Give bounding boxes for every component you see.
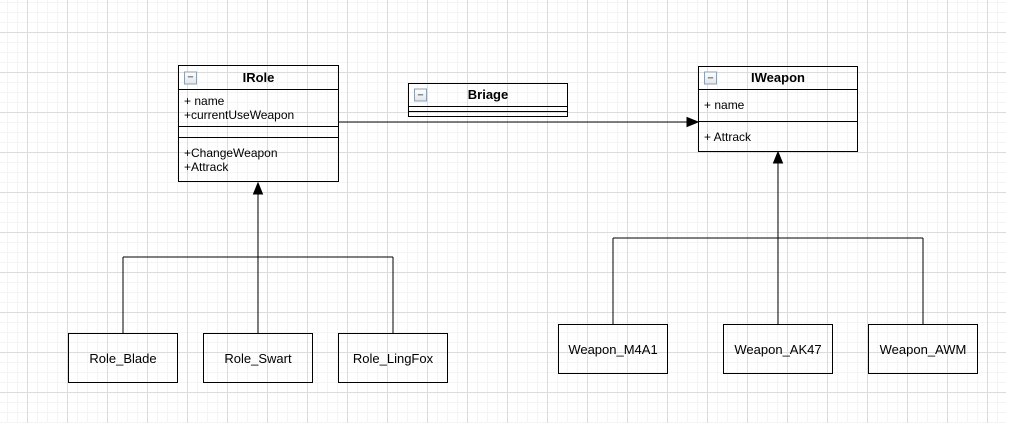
collapse-icon[interactable]: − (184, 71, 197, 84)
node-label: Weapon_AK47 (734, 341, 822, 357)
section-divider (179, 127, 338, 138)
node-role-blade[interactable]: Role_Blade (68, 333, 178, 383)
node-weapon-awm[interactable]: Weapon_AWM (868, 324, 978, 374)
empty-section (409, 107, 567, 112)
node-label: Role_Swart (224, 350, 292, 366)
edge-irole-to-iweapon[interactable] (339, 116, 700, 128)
class-iweapon[interactable]: − IWeapon + name + Attrack (698, 66, 858, 152)
class-iweapon-attributes: + name (699, 90, 857, 122)
node-label: Weapon_M4A1 (568, 341, 658, 357)
node-weapon-ak47[interactable]: Weapon_AK47 (723, 324, 833, 374)
class-iweapon-title: IWeapon (751, 70, 805, 85)
method-row: +ChangeWeapon (184, 146, 278, 160)
node-label: Role_LingFox (352, 350, 434, 366)
class-irole-title: IRole (242, 70, 275, 85)
node-role-swart[interactable]: Role_Swart (203, 333, 313, 383)
class-briage-title: Briage (467, 87, 509, 102)
collapse-icon[interactable]: − (704, 71, 717, 85)
method-row: +Attrack (184, 160, 229, 174)
collapse-icon[interactable]: − (414, 88, 427, 102)
class-iweapon-methods: + Attrack (699, 122, 857, 144)
node-weapon-m4a1[interactable]: Weapon_M4A1 (558, 324, 668, 374)
arrowhead-right-icon (686, 116, 700, 128)
method-row: + Attrack (704, 130, 752, 144)
class-irole[interactable]: − IRole + name +currentUseWeapon +Change… (178, 65, 339, 182)
class-briage-header: − Briage (409, 84, 567, 107)
class-irole-methods: +ChangeWeapon +Attrack (179, 138, 338, 174)
node-role-lingfox[interactable]: Role_LingFox (338, 333, 448, 383)
attribute-row: + name (704, 98, 745, 112)
attribute-row: + name (184, 94, 225, 108)
edge-roles-to-irole[interactable] (122, 181, 394, 333)
empty-section (409, 112, 567, 118)
class-briage[interactable]: − Briage (408, 83, 568, 117)
class-irole-header: − IRole (179, 66, 338, 90)
class-iweapon-header: − IWeapon (699, 67, 857, 90)
class-irole-attributes: + name +currentUseWeapon (179, 90, 338, 127)
node-label: Weapon_AWM (879, 341, 967, 357)
attribute-row: +currentUseWeapon (184, 108, 295, 122)
edge-weapons-to-iweapon[interactable] (612, 150, 924, 324)
node-label: Role_Blade (89, 350, 157, 366)
